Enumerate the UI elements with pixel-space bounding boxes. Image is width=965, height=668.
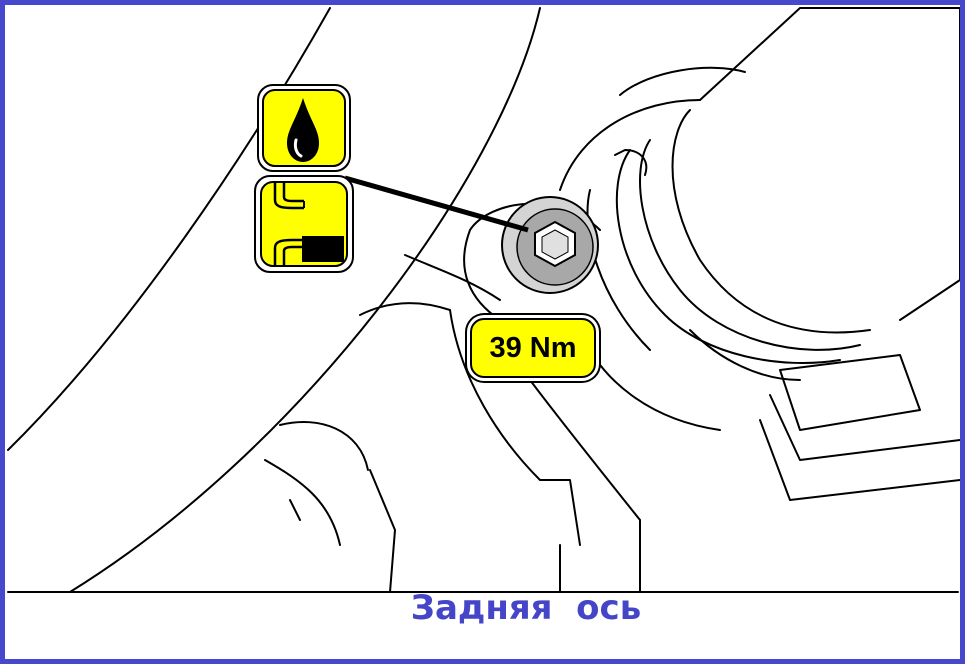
- hex-bolt: [501, 196, 599, 294]
- oil-drop-icon: [257, 84, 351, 172]
- rim-inner-line: [69, 7, 541, 593]
- bracket-left: [463, 229, 501, 321]
- shock-sleeve: [671, 109, 871, 334]
- knuckle-curve: [579, 329, 721, 431]
- torque-label: 39 Nm: [470, 318, 596, 378]
- threadlock-icon: [254, 175, 354, 273]
- knuckle-edge: [529, 379, 641, 521]
- shock-collar: [614, 149, 648, 176]
- shock-ring-2: [615, 149, 841, 364]
- block-upper: [279, 421, 369, 471]
- rim-outer-line: [7, 7, 331, 451]
- knuckle-curve-2: [689, 329, 801, 381]
- bracket-arm: [404, 254, 501, 301]
- block-detail: [289, 499, 301, 521]
- rail-lower: [759, 419, 961, 501]
- caption-text: Задняя ось: [410, 588, 642, 628]
- leader-line: [344, 175, 529, 233]
- bracket-arm-lower: [359, 302, 451, 316]
- shock-collar-edge: [586, 189, 651, 351]
- shock-body-outline: [699, 7, 961, 321]
- rail-upper: [779, 354, 921, 431]
- knuckle-body: [449, 309, 581, 546]
- block-edge: [369, 469, 396, 593]
- rail-middle: [769, 394, 961, 461]
- mount-curve: [559, 99, 701, 191]
- shock-ring-1: [639, 139, 861, 351]
- block-lower: [264, 459, 341, 546]
- mount-top-line: [619, 66, 746, 96]
